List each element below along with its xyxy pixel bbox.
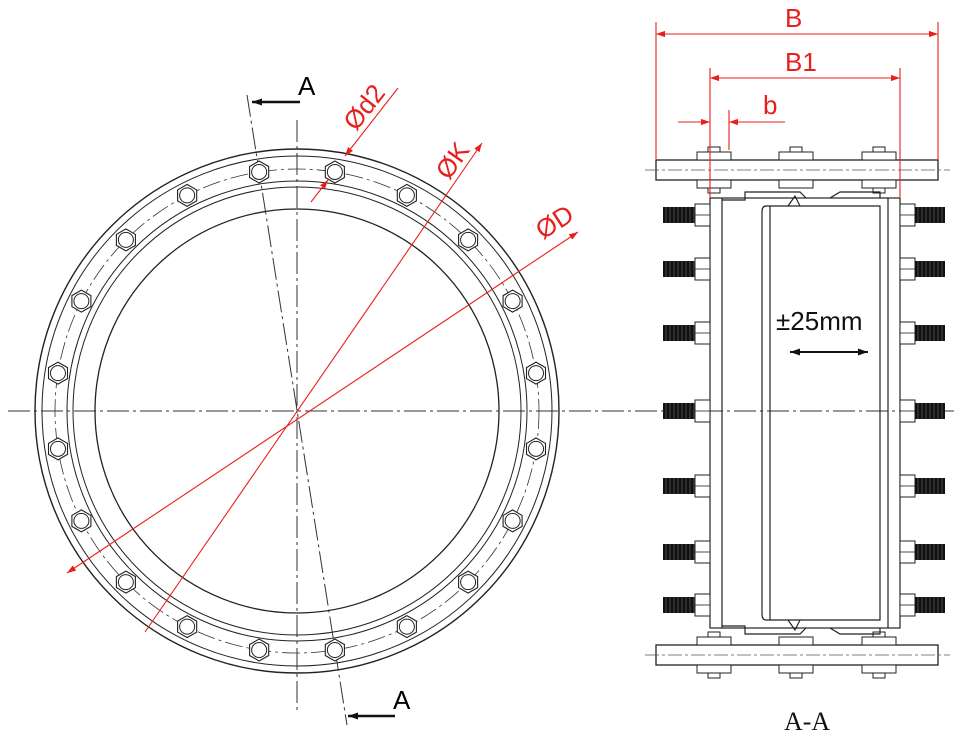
flange-bolt [71, 289, 92, 313]
dimension-lines-section [655, 22, 939, 198]
dim-line-K [144, 142, 483, 633]
section-marker-top: A [252, 71, 316, 106]
dim-label-K: ØK [429, 136, 475, 185]
flange-bolt [249, 160, 270, 184]
section-marker-bottom-label: A [393, 685, 411, 715]
flange-bolt [324, 638, 345, 662]
section-marker-top-label: A [298, 71, 316, 101]
flange-bolt [525, 361, 547, 385]
dim-label-B1: B1 [785, 47, 817, 77]
flange-bolt [177, 614, 198, 639]
tie-bolt-row [663, 257, 945, 281]
dimension-lines-front [66, 87, 579, 633]
dim-line-d2-b [310, 179, 329, 203]
dim-label-d2: Ød2 [337, 78, 391, 135]
tie-bolt-row [663, 203, 945, 227]
flange-bolt [47, 361, 69, 385]
dim-label-D: ØD [530, 199, 579, 245]
flange-bolt [115, 570, 136, 594]
tie-bolt-row [663, 474, 945, 498]
coupling-body [709, 191, 901, 635]
tie-bolt-row [663, 540, 945, 564]
flange-bolt [458, 570, 479, 594]
inner-sleeve [761, 205, 881, 621]
tie-bolt-row [663, 321, 945, 345]
side-bolt-group [663, 203, 945, 617]
flange-bolt [458, 228, 479, 252]
body-outer [709, 197, 901, 629]
flange-bolt [115, 228, 136, 252]
movement-label: ±25mm [776, 306, 863, 336]
dim-label-B: B [785, 3, 802, 33]
tie-bolt-row [663, 593, 945, 617]
section-marker-bottom: A [348, 685, 411, 720]
front-view: A A Ød2 ØK ØD [8, 71, 954, 726]
dim-line-d2-a [344, 87, 399, 157]
tie-bolt-row [663, 399, 945, 423]
flange-plate-nuts [696, 146, 897, 679]
dim-line-D [66, 231, 579, 574]
flange-bolt [502, 289, 523, 313]
flange-bolt [249, 638, 270, 662]
flange-bolt [396, 183, 417, 208]
flange-bolt [525, 437, 547, 461]
dim-label-b: b [763, 90, 777, 120]
flange-bolt [502, 509, 523, 533]
flange-bolt [71, 509, 92, 533]
flange-bolt [396, 614, 417, 639]
flange-bolt [324, 160, 345, 184]
section-view-label: A-A [784, 707, 830, 736]
flange-bolt [47, 437, 69, 461]
section-view: ±25mm B B1 b A-A [645, 3, 950, 736]
flange-bolt [177, 183, 198, 208]
